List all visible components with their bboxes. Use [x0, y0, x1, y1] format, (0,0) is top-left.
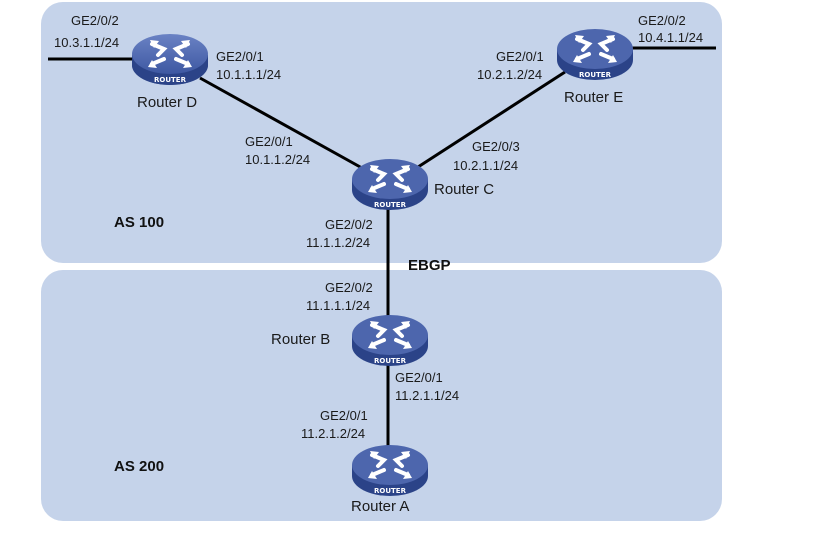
- iface-c-ge2-ip: 11.1.1.2/24: [306, 235, 371, 250]
- as200-label: AS 200: [114, 458, 165, 475]
- iface-e-ge1-port: GE2/0/1: [496, 49, 544, 64]
- router-a-name: Router A: [351, 498, 410, 515]
- router-d-name: Router D: [137, 94, 198, 111]
- iface-d-ge1-ip: 10.1.1.1/24: [216, 67, 282, 82]
- iface-e-ge2-ip: 10.4.1.1/24: [638, 30, 704, 45]
- iface-d-ge2-port: GE2/0/2: [71, 13, 119, 28]
- iface-b-ge2-port: GE2/0/2: [325, 280, 373, 295]
- router-c-name: Router C: [434, 181, 495, 198]
- router-badge: ROUTER: [374, 357, 407, 365]
- link-d-c: [199, 76, 363, 170]
- router-e[interactable]: ROUTER: [555, 26, 635, 82]
- router-a[interactable]: ROUTER: [350, 442, 430, 498]
- router-c[interactable]: ROUTER: [350, 156, 430, 212]
- router-icon: ROUTER: [557, 29, 633, 80]
- iface-c-ge1-port: GE2/0/1: [245, 134, 293, 149]
- iface-a-ge1-ip: 11.2.1.2/24: [301, 426, 366, 441]
- router-icon: ROUTER: [352, 315, 428, 366]
- iface-d-ge2-ip: 10.3.1.1/24: [54, 35, 120, 50]
- router-badge: ROUTER: [579, 71, 612, 79]
- iface-c-ge3-ip: 10.2.1.1/24: [453, 158, 519, 173]
- ebgp-label: EBGP: [408, 257, 451, 274]
- router-badge: ROUTER: [154, 76, 187, 84]
- iface-b-ge1-ip: 11.2.1.1/24: [395, 388, 460, 403]
- router-e-name: Router E: [564, 89, 624, 106]
- link-e-c: [417, 70, 566, 169]
- iface-b-ge1-port: GE2/0/1: [395, 370, 443, 385]
- iface-b-ge2-ip: 11.1.1.1/24: [306, 298, 371, 313]
- router-icon: ROUTER: [132, 34, 208, 85]
- router-badge: ROUTER: [374, 487, 407, 495]
- iface-a-ge1-port: GE2/0/1: [320, 408, 368, 423]
- iface-c-ge2-port: GE2/0/2: [325, 217, 373, 232]
- as100-label: AS 100: [114, 214, 165, 231]
- router-icon: ROUTER: [352, 445, 428, 496]
- iface-d-ge1-port: GE2/0/1: [216, 49, 264, 64]
- router-badge: ROUTER: [374, 201, 407, 209]
- iface-e-ge1-ip: 10.2.1.2/24: [477, 67, 543, 82]
- router-b[interactable]: ROUTER: [350, 312, 430, 368]
- router-d[interactable]: ROUTER: [130, 31, 210, 87]
- router-b-name: Router B: [271, 331, 331, 348]
- router-icon: ROUTER: [352, 159, 428, 210]
- iface-e-ge2-port: GE2/0/2: [638, 13, 686, 28]
- iface-c-ge1-ip: 10.1.1.2/24: [245, 152, 311, 167]
- iface-c-ge3-port: GE2/0/3: [472, 139, 520, 154]
